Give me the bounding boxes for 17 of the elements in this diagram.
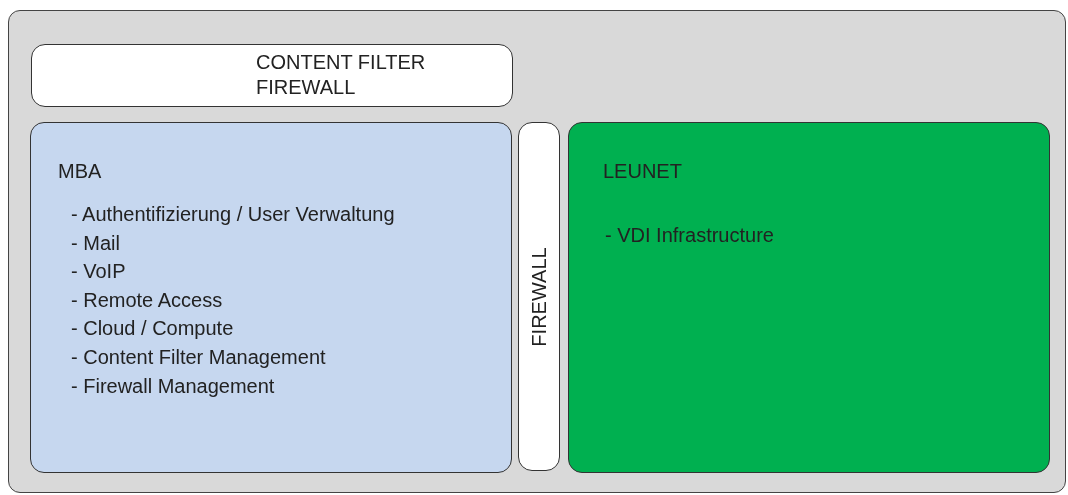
container-box: [8, 10, 1066, 493]
list-item: - Content Filter Management: [71, 344, 327, 370]
box-title: CONTENT FILTER FIREWALL: [256, 50, 427, 100]
list-item: - Remote Access: [71, 287, 224, 313]
list-item: - Firewall Management: [71, 373, 276, 399]
list-item: - Mail: [71, 230, 121, 256]
list-item: - VoIP: [71, 259, 127, 285]
network-panel: [30, 122, 512, 473]
list-item: - VDI Infrastructure: [605, 223, 774, 248]
firewall-bar: [518, 122, 560, 471]
list-item: - Authentifizierung / User Verwaltung: [71, 202, 395, 227]
panel-heading: MBA: [58, 159, 103, 184]
firewall-label: FIREWALL: [527, 246, 551, 347]
list-item: - Cloud / Compute: [71, 316, 235, 342]
firewall-bar: [31, 44, 513, 107]
network-panel: [568, 122, 1050, 473]
panel-heading: LEUNET: [603, 159, 683, 184]
